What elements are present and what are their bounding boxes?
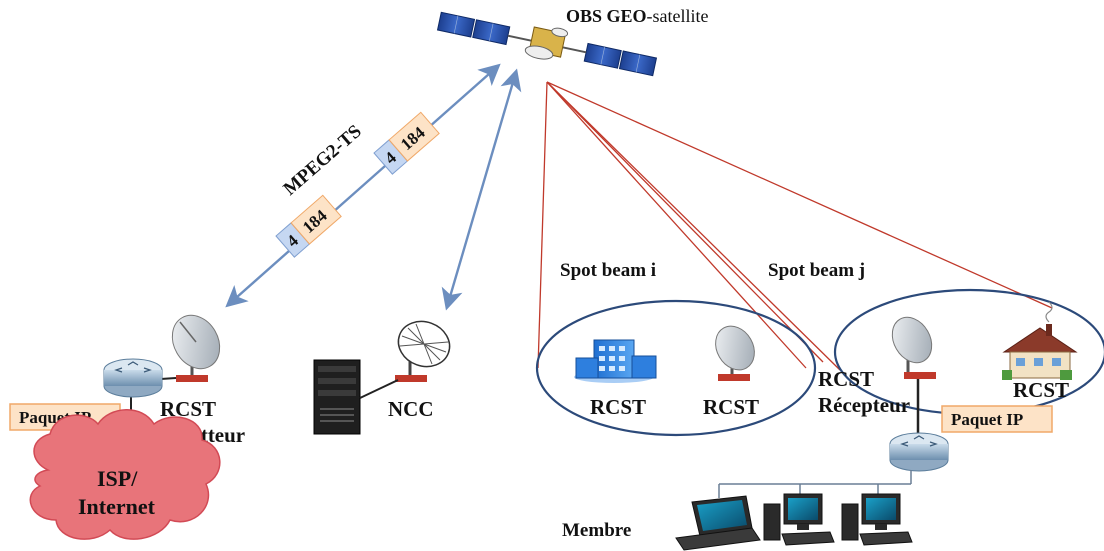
desktop-pc-icon-2: [841, 493, 913, 546]
spot-beam-lines: [537, 81, 1053, 371]
beam-i-dish-icon: [715, 325, 755, 376]
sender-modem: [176, 375, 208, 382]
spot-beam-j-label: Spot beam j: [768, 260, 865, 281]
beam-i-rcst-office-label: RCST: [590, 395, 646, 419]
receiver-packet-label: Paquet IP: [951, 410, 1023, 429]
beam-i-rcst-dish-label: RCST: [703, 395, 759, 419]
beam-i-modem: [718, 374, 750, 381]
spot-beam-i-label: Spot beam i: [560, 260, 656, 281]
beam-j-receiver-role-label: Récepteur: [818, 393, 910, 417]
ts-payload-cell: [290, 194, 342, 245]
lan-bus: [718, 470, 912, 498]
ts-packet-upper: 4 184: [373, 111, 440, 175]
beam-j-dish-icon: [891, 316, 933, 372]
ncc-link-arrow: [441, 68, 522, 311]
internet-line2: Internet: [78, 494, 156, 519]
link-arrows: [225, 63, 522, 311]
satellite-icon: [436, 11, 658, 77]
office-building-icon: [574, 339, 657, 383]
desktop-pc-icon-1: [763, 493, 835, 546]
ncc-label: NCC: [388, 397, 434, 421]
ts-packet-lower: 4 184: [275, 194, 342, 258]
ncc-modem: [395, 375, 427, 382]
satellite-label: OBS GEO-satellite: [566, 6, 709, 26]
beam-j-rcst-receiver-label: RCST: [818, 367, 874, 391]
member-label: Membre: [562, 520, 631, 541]
spot-beam-i-area: [535, 299, 817, 437]
house-icon: [1002, 301, 1078, 380]
sender-router-icon: [103, 358, 163, 398]
beam-j-rcst-house-label: RCST: [1013, 378, 1069, 402]
internet-line1: ISP/: [97, 466, 138, 491]
beam-j-modem: [904, 372, 936, 379]
sender-dish-icon: [171, 314, 221, 376]
receiver-packet-tag: Paquet IP: [941, 405, 1053, 433]
receiver-router-icon: [889, 432, 949, 472]
ncc-server-icon: [313, 359, 361, 435]
internet-cloud-icon: [29, 409, 221, 540]
mpeg2-ts-label: MPEG2-TS: [280, 121, 366, 200]
ts-payload-cell: [388, 111, 440, 162]
laptop-icon: [675, 495, 761, 551]
ncc-dish-icon: [397, 320, 451, 378]
